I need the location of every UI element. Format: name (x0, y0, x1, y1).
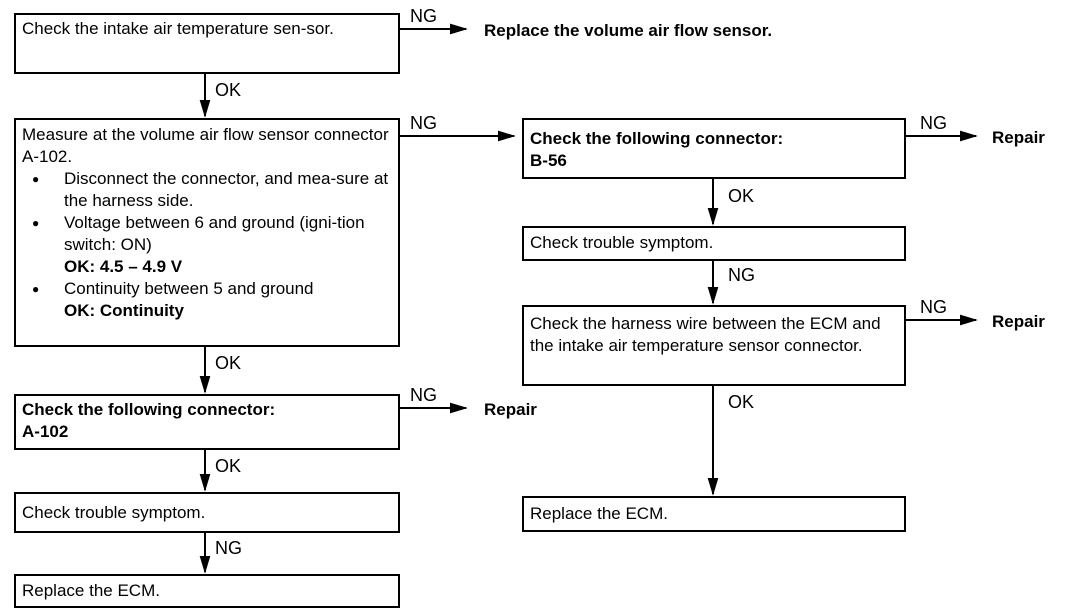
label-ng-b56: NG (920, 113, 947, 133)
box-measure-vaf-connector: Measure at the volume air flow sensor co… (14, 118, 400, 347)
b56-line1: Check the following connector: (530, 129, 784, 148)
label-ok-b56: OK (728, 186, 755, 206)
measure-step-1: Disconnect the connector, and mea-sure a… (22, 168, 392, 212)
label-ng-symptom-right: NG (728, 265, 755, 285)
box-replace-ecm-left: Replace the ECM. (14, 574, 400, 608)
outcome-repair-3: Repair (484, 400, 537, 419)
measure-title: Measure at the volume air flow sensor co… (22, 125, 389, 166)
label-ng-measure: NG (410, 113, 437, 133)
label-ok-iat: OK (215, 80, 242, 100)
box-check-iat-sensor-text: Check the intake air temperature sen-sor… (22, 19, 334, 38)
box-check-connector-a102: Check the following connector: A-102 (14, 394, 400, 450)
measure-step-3: Continuity between 5 and ground OK: Cont… (22, 278, 392, 322)
measure-step-2: Voltage between 6 and ground (igni-tion … (22, 212, 392, 278)
b56-line2: B-56 (530, 151, 567, 170)
box-check-trouble-symptom-left: Check trouble symptom. (14, 492, 400, 533)
outcome-repair-1: Repair (992, 128, 1045, 147)
label-ok-harness: OK (728, 392, 755, 412)
outcome-repair-2: Repair (992, 312, 1045, 331)
measure-step-3-ok: OK: Continuity (64, 301, 184, 320)
label-ok-measure: OK (215, 353, 242, 373)
box-check-trouble-symptom-right: Check trouble symptom. (522, 226, 906, 261)
box-check-iat-sensor: Check the intake air temperature sen-sor… (14, 13, 400, 74)
measure-steps: Disconnect the connector, and mea-sure a… (22, 168, 392, 322)
label-ng-symptom-left: NG (215, 538, 242, 558)
label-ng-harness: NG (920, 297, 947, 317)
box-check-harness-wire: Check the harness wire between the ECM a… (522, 305, 906, 386)
label-ng-iat: NG (410, 6, 437, 26)
box-check-connector-b56: Check the following connector: B-56 (522, 118, 906, 179)
outcome-replace-vaf-sensor: Replace the volume air flow sensor. (484, 21, 773, 40)
a102-line2: A-102 (22, 422, 69, 441)
label-ng-a102: NG (410, 385, 437, 405)
a102-line1: Check the following connector: (22, 400, 276, 419)
measure-step-2-ok: OK: 4.5 – 4.9 V (64, 257, 183, 276)
box-replace-ecm-right: Replace the ECM. (522, 496, 906, 532)
label-ok-a102: OK (215, 456, 242, 476)
